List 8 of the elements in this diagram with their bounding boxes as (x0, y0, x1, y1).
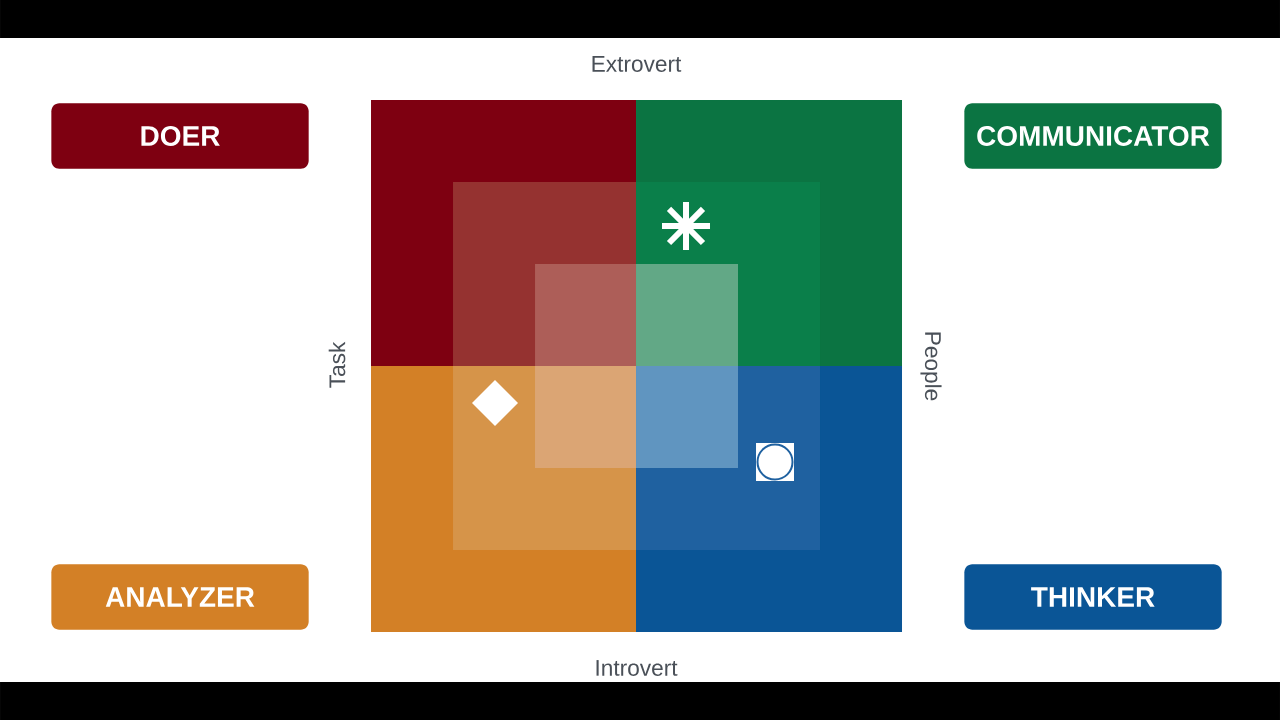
axis-label: Extrovert (592, 56, 682, 72)
role-box: COMMUNICATOR (964, 103, 1222, 169)
axis-label: Task (328, 341, 346, 388)
axis-label: People (920, 332, 942, 401)
axis-label: Introvert (596, 660, 678, 676)
role-box: THINKER (964, 564, 1222, 630)
role-box: ANALYZER (51, 564, 309, 630)
role-box: DOER (51, 103, 309, 169)
